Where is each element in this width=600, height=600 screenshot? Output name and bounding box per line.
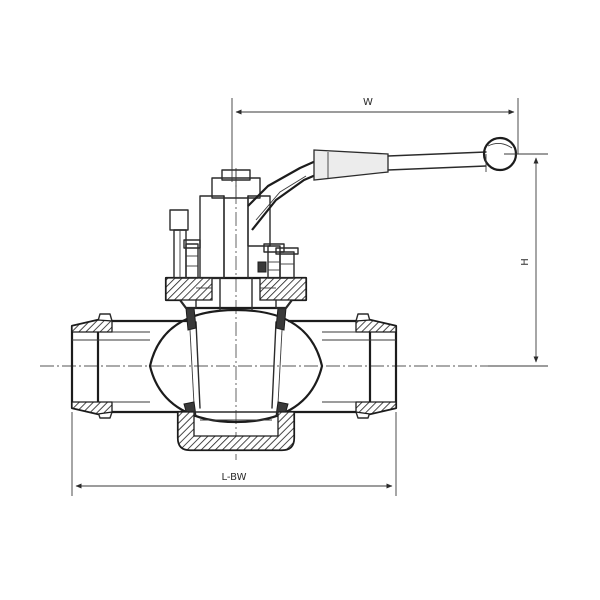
dimension-l-bw-label: L-BW [221, 472, 246, 483]
dimension-l-bw: L-BW [71, 412, 397, 496]
pipe-body [70, 313, 398, 419]
bonnet [169, 169, 299, 279]
dimension-w: W [231, 97, 519, 182]
dimension-w-label: W [363, 97, 373, 108]
handle-lever [247, 136, 518, 231]
bottom-cap [176, 411, 296, 452]
dimension-h-label: H [520, 258, 531, 266]
dimension-h: H [488, 153, 548, 367]
